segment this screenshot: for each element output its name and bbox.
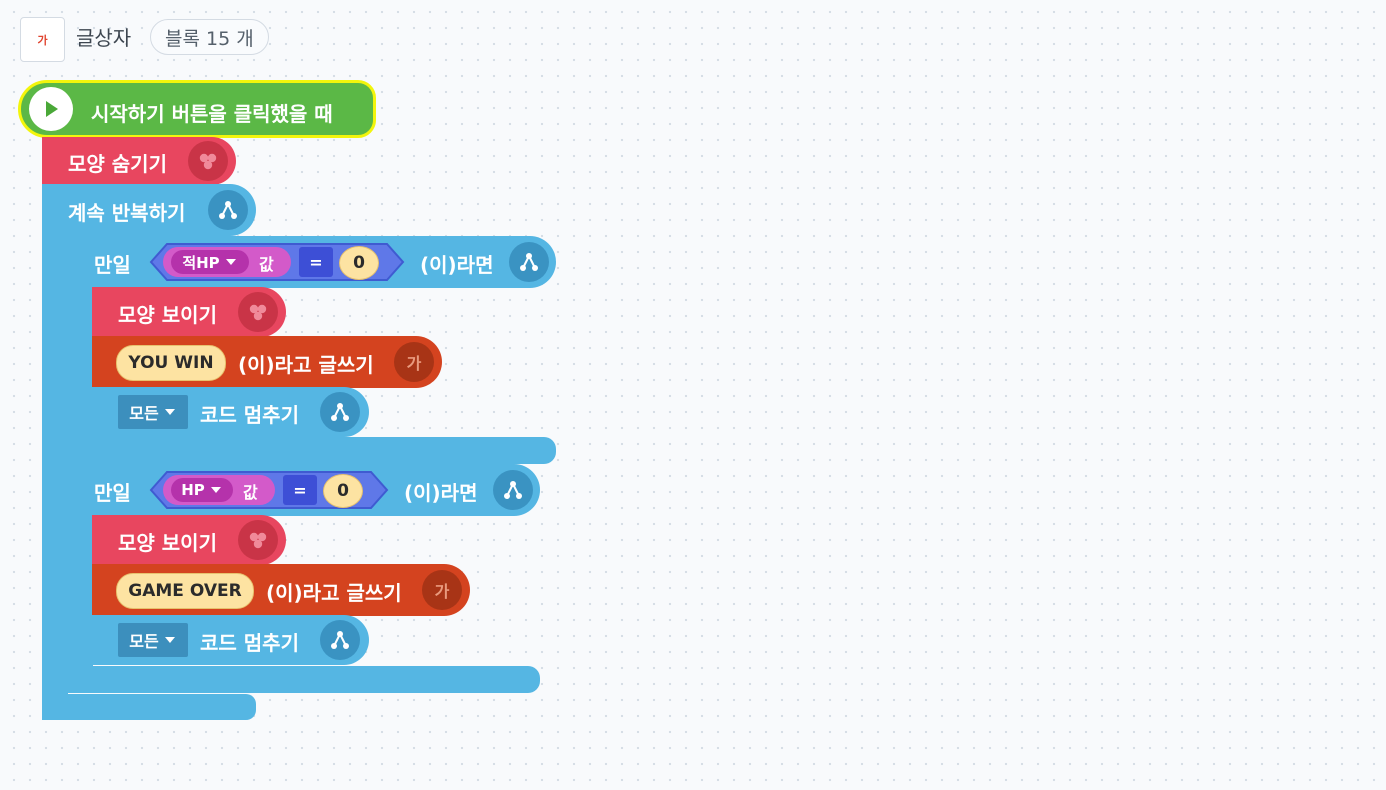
repeat-spine — [42, 185, 68, 720]
if1-suffix: (이)라면 — [420, 253, 494, 277]
if2-variable-dropdown[interactable]: HP — [171, 478, 233, 502]
if2-suffix: (이)라면 — [404, 481, 478, 505]
looks-icon — [188, 141, 228, 181]
if1-stop-suffix: 코드 멈추기 — [200, 403, 299, 427]
text-icon: 가 — [422, 570, 462, 610]
if2-write-text-input[interactable]: GAME OVER — [116, 573, 254, 609]
if2-stop-option-dropdown[interactable]: 모든 — [118, 623, 188, 657]
if2-operator-dropdown[interactable]: = — [283, 475, 317, 505]
looks-icon — [238, 292, 278, 332]
block-count-text: 블록 15 개 — [165, 27, 254, 50]
if2-variable-value[interactable]: HP 값 — [163, 475, 275, 505]
text-icon-glyph: 가 — [434, 582, 450, 601]
if1-stop-code-block[interactable]: 모든 코드 멈추기 — [92, 387, 369, 437]
repeat-bottom-arm[interactable] — [42, 694, 256, 720]
if2-show-shape-label: 모양 보이기 — [118, 531, 217, 555]
if2-block[interactable]: 만일 HP 값 = 0 (이)라면 — [67, 464, 540, 516]
if1-value-label: 값 — [259, 255, 274, 274]
flow-icon — [320, 392, 360, 432]
if1-variable-name: 적HP — [182, 253, 220, 272]
if1-condition[interactable]: 적HP 값 = 0 — [149, 242, 405, 282]
if2-show-shape-block[interactable]: 모양 보이기 — [92, 515, 286, 565]
flow-icon — [509, 242, 549, 282]
if2-label: 만일 — [94, 481, 131, 505]
if1-number-input[interactable]: 0 — [339, 246, 379, 280]
if2-condition[interactable]: HP 값 = 0 — [149, 470, 389, 510]
caret-down-icon — [210, 487, 221, 493]
if2-variable-name: HP — [181, 481, 205, 499]
repeat-forever-label: 계속 반복하기 — [68, 201, 186, 225]
text-icon: 가 — [394, 342, 434, 382]
flow-icon — [320, 620, 360, 660]
if2-operator: = — [293, 480, 307, 500]
repeat-forever-block[interactable]: 계속 반복하기 — [42, 184, 256, 236]
if2-stop-suffix: 코드 멈추기 — [200, 631, 299, 655]
if2-bottom-arm — [67, 666, 540, 693]
block-count-badge: 블록 15 개 — [150, 19, 269, 55]
if1-write-text: YOU WIN — [128, 353, 214, 373]
text-icon-glyph: 가 — [406, 354, 422, 373]
if1-number: 0 — [353, 253, 365, 273]
caret-down-icon — [164, 409, 175, 415]
if2-number: 0 — [337, 481, 349, 501]
if1-variable-value[interactable]: 적HP 값 — [163, 247, 291, 277]
object-thumbnail[interactable]: 가 — [20, 17, 65, 62]
if1-show-shape-label: 모양 보이기 — [118, 303, 217, 327]
if2-stop-option: 모든 — [129, 632, 159, 651]
if1-variable-dropdown[interactable]: 적HP — [171, 250, 249, 274]
object-thumbnail-text: 가 — [37, 33, 48, 47]
if1-label: 만일 — [94, 253, 131, 277]
hide-shape-label: 모양 숨기기 — [68, 152, 167, 176]
if1-bottom-arm — [67, 437, 556, 464]
if2-write-text-block[interactable]: GAME OVER (이)라고 글쓰기 가 — [92, 564, 470, 616]
if2-stop-code-block[interactable]: 모든 코드 멈추기 — [92, 615, 369, 665]
if2-value-label: 값 — [243, 483, 258, 502]
object-name: 글상자 — [76, 26, 132, 50]
hide-shape-block[interactable]: 모양 숨기기 — [42, 137, 236, 185]
caret-down-icon — [164, 637, 175, 643]
if2-number-input[interactable]: 0 — [323, 474, 363, 508]
when-start-clicked-block[interactable]: 시작하기 버튼을 클릭했을 때 — [18, 80, 376, 138]
if1-operator-dropdown[interactable]: = — [299, 247, 333, 277]
if1-write-suffix: (이)라고 글쓰기 — [238, 353, 374, 377]
if1-write-text-input[interactable]: YOU WIN — [116, 345, 226, 381]
if1-stop-option-dropdown[interactable]: 모든 — [118, 395, 188, 429]
caret-down-icon — [225, 259, 236, 265]
if1-operator: = — [309, 252, 323, 272]
flow-icon — [493, 470, 533, 510]
flow-icon — [208, 190, 248, 230]
play-icon — [29, 87, 73, 131]
if1-write-text-block[interactable]: YOU WIN (이)라고 글쓰기 가 — [92, 336, 442, 388]
if1-block[interactable]: 만일 적HP 값 = 0 (이)라면 — [67, 236, 556, 288]
looks-icon — [238, 520, 278, 560]
if2-write-text: GAME OVER — [128, 581, 242, 601]
if1-show-shape-block[interactable]: 모양 보이기 — [92, 287, 286, 337]
start-block-label: 시작하기 버튼을 클릭했을 때 — [91, 102, 333, 126]
if2-write-suffix: (이)라고 글쓰기 — [266, 581, 402, 605]
if1-stop-option: 모든 — [129, 404, 159, 423]
